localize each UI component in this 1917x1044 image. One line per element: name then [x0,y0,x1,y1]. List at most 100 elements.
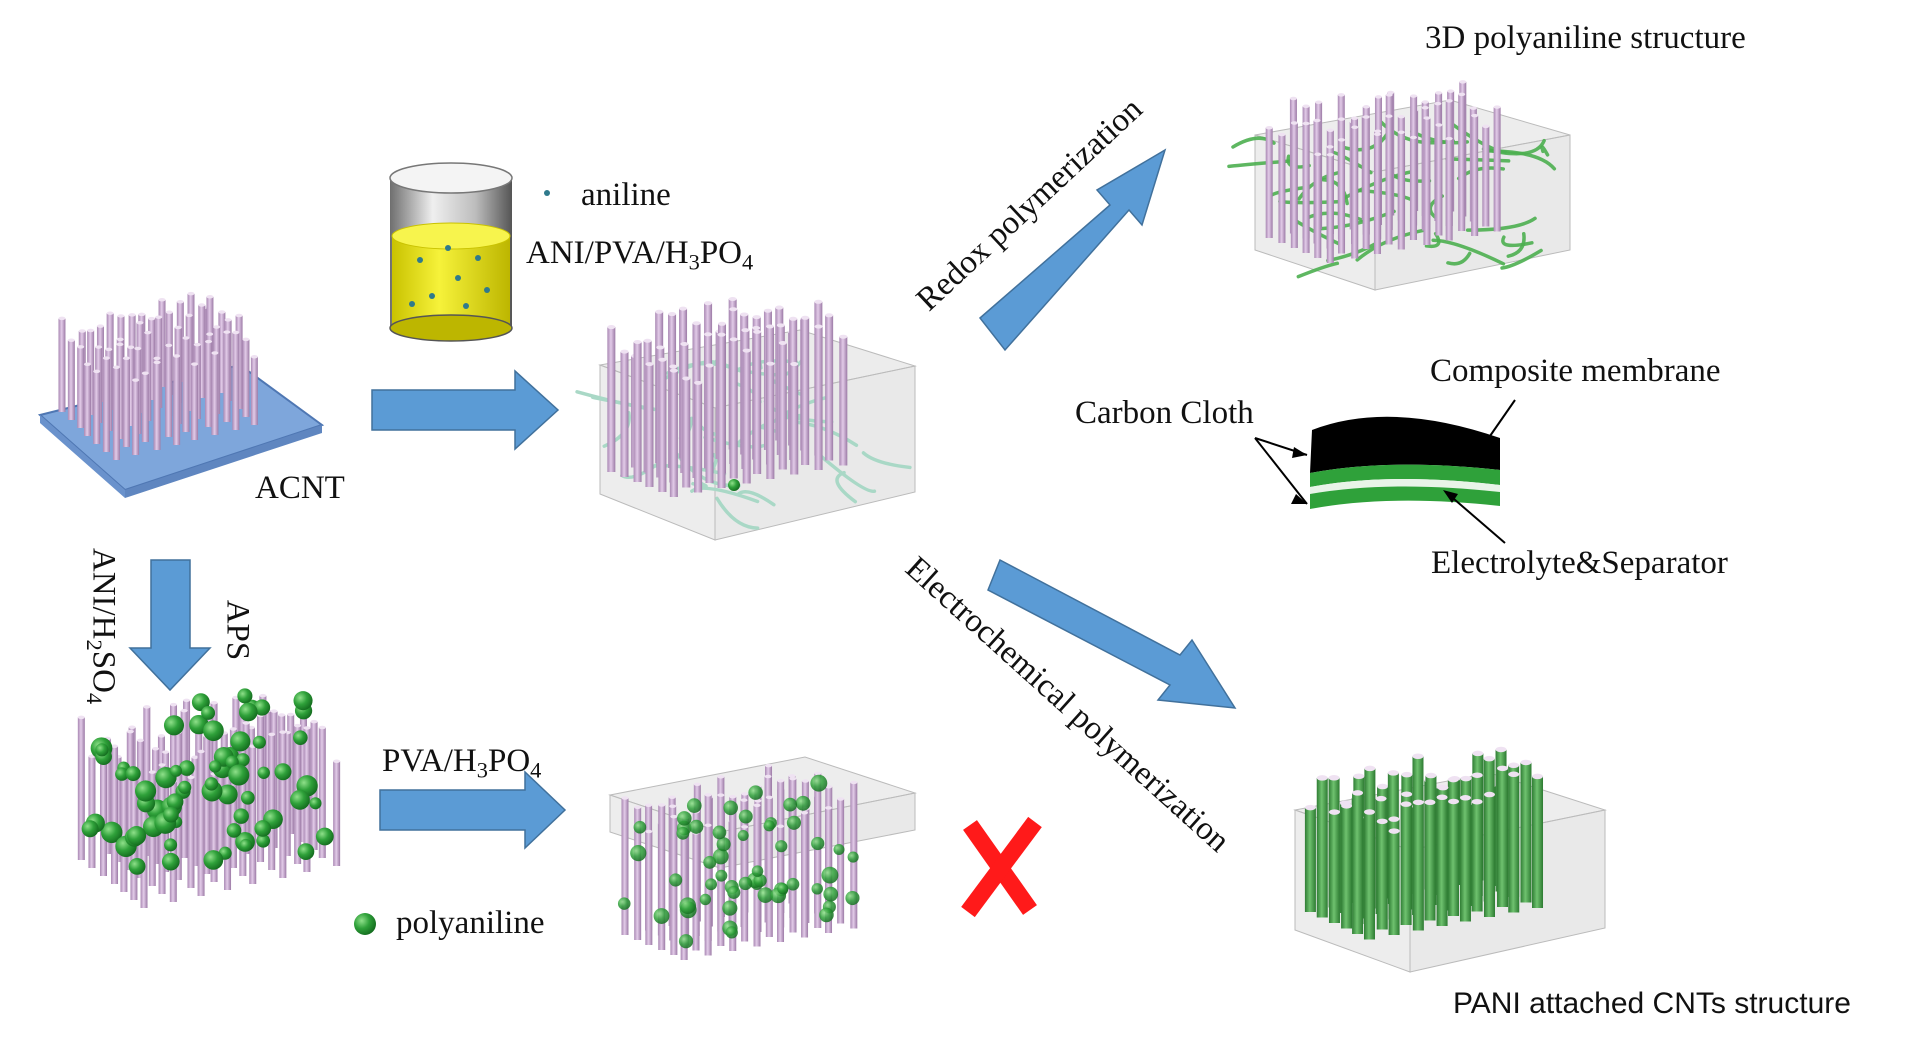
nanotube [111,744,119,884]
bottom-middle-particles [617,774,860,949]
polyaniline-legend-ball [354,913,376,935]
polyaniline-particle [653,908,670,924]
nanotube [1493,105,1501,232]
nanotube [333,759,341,866]
nanotube [1482,124,1490,227]
polyaniline-particle [169,764,182,777]
polyaniline-particle [751,865,764,877]
polymer-fiber [819,454,877,493]
polyaniline-particle [775,840,788,853]
polyaniline-particle [699,893,712,906]
polyaniline-particle [203,850,224,870]
arrow-electrochemical [987,558,1237,709]
polyaniline-particle [715,869,728,882]
nanotube [620,349,629,477]
polyaniline-particle [753,873,767,888]
acnt-nanotubes [58,291,258,460]
infiltrated-acnt-box [575,297,917,541]
nanotube [198,303,206,398]
solution-cylinder [389,162,513,342]
label-pva-h3po4: PVA/H3PO4 [382,743,542,783]
pani-fiber [1540,145,1550,157]
polyaniline-particle [126,825,147,846]
polyaniline-particle [676,826,690,840]
nanotube [658,357,667,492]
polyaniline-particle [786,877,800,891]
nanotube [122,356,130,447]
nanotube [1520,759,1532,903]
nanotube [729,794,737,951]
polyaniline-particle [617,897,631,910]
polyaniline-particle [237,688,253,704]
nanotube [1409,135,1417,240]
aniline-dots [409,245,490,309]
arrow-acnt-down [128,559,212,692]
polyaniline-particle [727,885,741,899]
polyaniline-particle [203,720,224,742]
nanotube [839,334,848,466]
nanotube [766,361,775,479]
polyaniline-particle [845,890,860,906]
pani-coated-nanotubes [1304,746,1544,940]
nanotube [790,362,799,475]
title-3d-polyaniline: 3D polyaniline structure [1425,20,1746,56]
polyaniline-particle [678,934,694,949]
nanotube [197,749,205,896]
polyaniline-particle [178,780,192,794]
nanotube [753,329,762,474]
arrow-redox [978,148,1167,352]
nanotube [1385,114,1393,245]
nanotube [116,342,124,439]
polyaniline-particle [738,809,753,824]
nanotube [765,795,773,937]
polyaniline-particle [252,735,266,749]
polyaniline-particle [239,838,253,852]
polyaniline-particle [737,830,749,842]
nanotube [1314,152,1322,258]
nanotube [837,797,845,924]
nanotube [191,362,199,440]
polyaniline-particle [217,784,238,805]
nanotube [633,340,642,482]
nanotube [268,732,276,870]
polyaniline-particle [847,851,859,863]
nanotube [1352,790,1364,934]
polyaniline-particle [819,907,834,923]
polyaniline-particle [309,797,322,810]
nanotube [102,356,110,452]
polyaniline-particle [201,705,216,720]
nanotube [692,831,700,951]
nanotube [127,345,135,426]
polyaniline-particle [125,766,141,782]
nanotube [67,338,75,420]
polyaniline-particle [712,825,727,840]
pani-fiber [1296,261,1340,279]
polyaniline-particle [689,819,704,834]
polyaniline-particles [81,688,334,875]
nanotube [242,337,250,417]
nanotube [1316,775,1328,918]
polymer-fiber [861,451,912,470]
nanotube [1376,818,1388,930]
label-acnt: ACNT [255,470,345,506]
nanotube [1278,132,1286,243]
composite-membrane-illustration [1254,399,1516,544]
pani-fiber [1481,138,1546,156]
polyaniline-particle [240,790,255,805]
pani-fiber [1500,248,1543,270]
aniline-legend-dot [544,190,550,196]
polyaniline-particle [677,811,692,826]
nanotube [173,354,181,445]
nanotube [120,761,128,892]
nanotube [1373,132,1381,254]
polyaniline-particle [208,760,222,773]
title-pani-attached-cnts: PANI attached CNTs structure [1453,987,1851,1020]
nanotube [801,315,810,465]
nanotube [1400,801,1412,925]
polyaniline-particle [166,793,184,811]
nanotube [607,325,616,472]
polyaniline-particle [128,857,146,875]
polyaniline-particle [233,808,249,824]
polyaniline-particle [738,876,753,891]
polyaniline-particle [95,743,109,757]
